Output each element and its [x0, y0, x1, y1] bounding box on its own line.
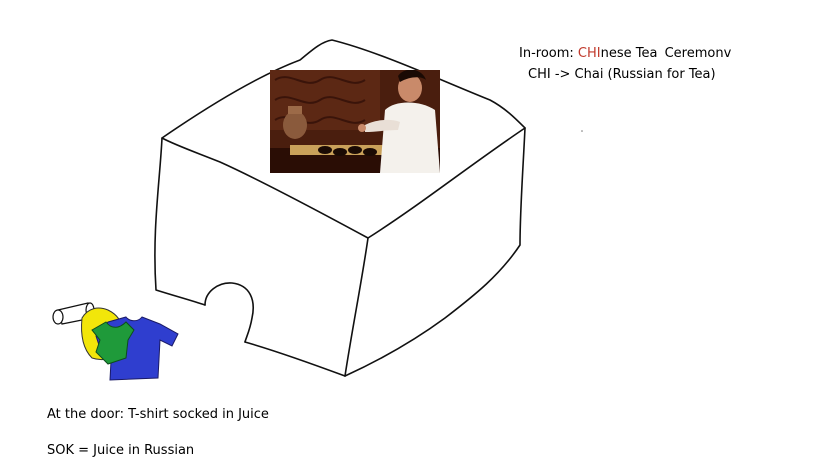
ceremony-note-ceremony: Ceremonv [664, 46, 732, 61]
t-shirt-icon [81, 307, 179, 381]
tea-ceremony-photo [270, 70, 440, 173]
chai-note: CHI -> Chai (Russian for Tea) [528, 67, 716, 82]
ceremony-note-highlight: CHI [577, 46, 601, 61]
ceremony-note-prefix: In-room: [519, 46, 574, 61]
ceremony-note: In-room: CHInese Tea Ceremonv [519, 46, 731, 62]
room-box-outline [154, 39, 526, 377]
door-note: At the door: T-shirt socked in Juice [47, 407, 269, 422]
ceremony-note-rest: nese Tea [600, 46, 658, 61]
sok-note: SOK = Juice in Russian [47, 443, 195, 458]
stray-dot [581, 130, 583, 132]
